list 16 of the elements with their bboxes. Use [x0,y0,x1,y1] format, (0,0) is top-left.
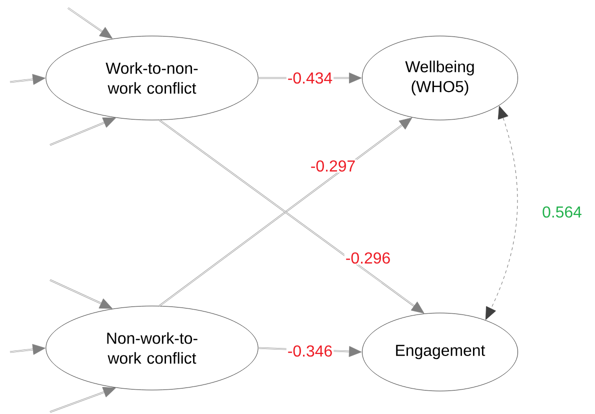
edge-label: -0.346 [288,345,332,357]
edge-label: 0.564 [542,206,582,218]
edge-label: -0.434 [288,72,332,84]
arrow [68,7,113,39]
edge-label: -0.296 [346,252,390,264]
arrow [50,118,116,146]
edge-label: -0.297 [311,160,355,172]
ellipse-node: Work-to-non-work conflict [46,36,258,120]
ellipse-node: Engagement [362,312,518,392]
arrow [50,387,116,413]
arrow [10,344,46,355]
arrow [50,279,113,309]
arrow [486,106,518,320]
ellipse-node: Wellbeing (WHO5) [362,36,518,120]
ellipse-node: Non-work-to-work conflict [46,306,258,390]
arrow [10,74,46,85]
